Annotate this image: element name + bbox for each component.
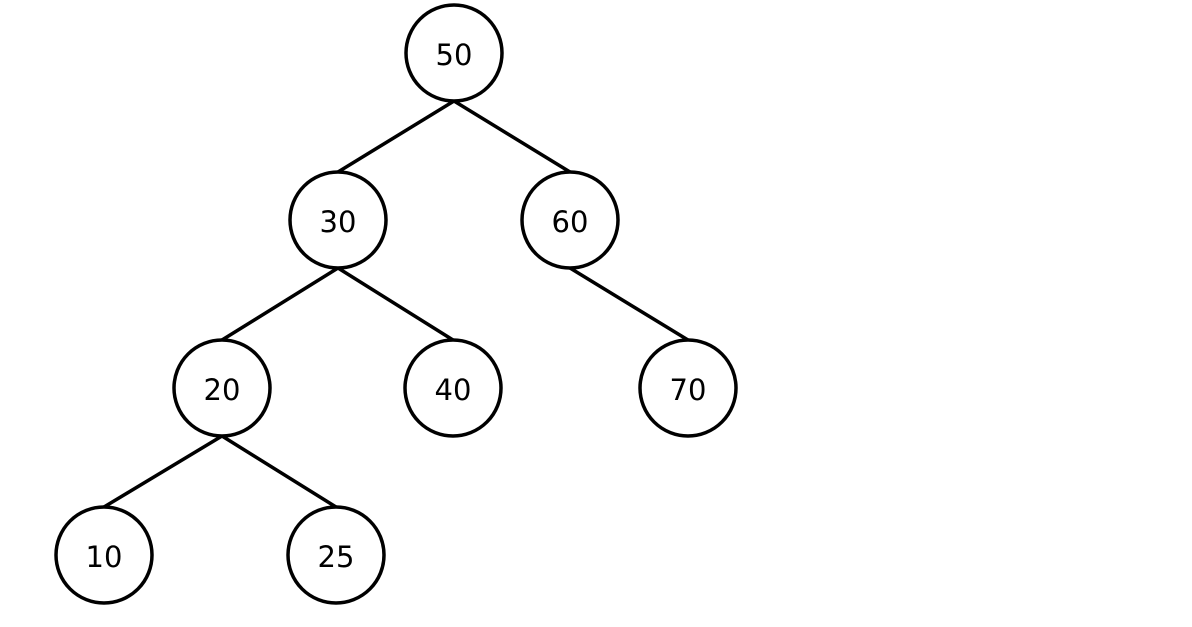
node-label: 25 bbox=[318, 540, 355, 574]
node-label: 60 bbox=[552, 205, 589, 239]
node-circle bbox=[288, 170, 388, 270]
edge-50-60 bbox=[452, 99, 572, 174]
tree-edges bbox=[102, 99, 690, 509]
edge-50-30 bbox=[336, 99, 456, 174]
node-label: 10 bbox=[86, 540, 123, 574]
tree-nodes: 50 30 60 20 40 70 10 25 bbox=[54, 3, 738, 605]
node-label: 50 bbox=[436, 38, 473, 72]
edge-20-10 bbox=[102, 434, 224, 509]
tree-node-25: 25 bbox=[286, 505, 386, 605]
node-circle bbox=[54, 505, 154, 605]
tree-node-10: 10 bbox=[54, 505, 154, 605]
node-circle bbox=[404, 3, 504, 103]
node-label: 70 bbox=[670, 373, 707, 407]
edge-30-20 bbox=[220, 266, 340, 342]
tree-node-40: 40 bbox=[403, 338, 503, 438]
node-label: 30 bbox=[320, 205, 357, 239]
node-circle bbox=[403, 338, 503, 438]
node-circle bbox=[520, 170, 620, 270]
tree-node-30: 30 bbox=[288, 170, 388, 270]
tree-node-20: 20 bbox=[172, 338, 272, 438]
node-label: 40 bbox=[435, 373, 472, 407]
edge-60-70 bbox=[568, 266, 690, 342]
node-circle bbox=[286, 505, 386, 605]
tree-node-70: 70 bbox=[638, 338, 738, 438]
node-label: 20 bbox=[204, 373, 241, 407]
node-circle bbox=[172, 338, 272, 438]
edge-30-40 bbox=[336, 266, 455, 342]
tree-node-60: 60 bbox=[520, 170, 620, 270]
node-circle bbox=[638, 338, 738, 438]
tree-node-50: 50 bbox=[404, 3, 504, 103]
edge-20-25 bbox=[220, 434, 338, 509]
